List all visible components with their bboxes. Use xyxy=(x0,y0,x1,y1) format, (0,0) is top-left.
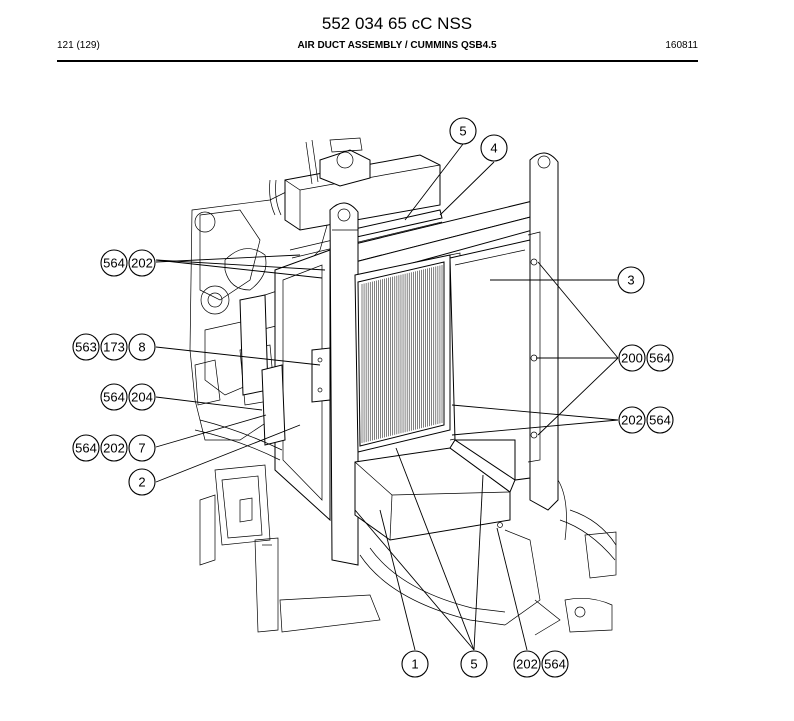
svg-text:200: 200 xyxy=(621,351,643,366)
callout-1: 1 xyxy=(401,650,429,678)
date-code: 160811 xyxy=(665,40,698,51)
callout-8: 8 xyxy=(128,333,156,361)
left-mount-panel xyxy=(239,249,331,522)
callout-202-right: 202 xyxy=(618,406,646,434)
svg-text:7: 7 xyxy=(138,441,145,456)
page-number: 121 (129) xyxy=(57,40,100,51)
air-intake xyxy=(284,137,441,231)
svg-text:5: 5 xyxy=(470,657,477,672)
svg-text:564: 564 xyxy=(75,441,97,456)
svg-text:8: 8 xyxy=(138,340,145,355)
svg-text:4: 4 xyxy=(490,141,497,156)
callout-204: 204 xyxy=(128,383,156,411)
svg-text:564: 564 xyxy=(649,413,671,428)
callout-202-bottom: 202 xyxy=(513,650,541,678)
callout-563: 563 xyxy=(72,333,100,361)
svg-text:564: 564 xyxy=(103,390,125,405)
callout-5-bottom: 5 xyxy=(460,650,488,678)
svg-text:2: 2 xyxy=(138,475,145,490)
callout-7: 7 xyxy=(128,434,156,462)
assembly-title: AIR DUCT ASSEMBLY / CUMMINS QSB4.5 xyxy=(297,40,497,51)
callout-564-right-2: 564 xyxy=(646,406,674,434)
callout-564-b: 564 xyxy=(100,383,128,411)
svg-text:202: 202 xyxy=(103,441,125,456)
chassis xyxy=(194,419,617,636)
callout-564-right-1: 564 xyxy=(646,344,674,372)
svg-text:5: 5 xyxy=(459,124,466,139)
radiator-core xyxy=(354,252,461,453)
callout-202-a: 202 xyxy=(128,249,156,277)
svg-text:563: 563 xyxy=(75,340,97,355)
callout-4: 4 xyxy=(480,134,508,162)
document-title: 552 034 65 cC NSS xyxy=(321,14,473,33)
shroud-panel xyxy=(449,231,541,481)
svg-text:1: 1 xyxy=(411,657,418,672)
svg-text:564: 564 xyxy=(103,256,125,271)
svg-text:3: 3 xyxy=(627,273,634,288)
svg-text:202: 202 xyxy=(131,256,153,271)
callout-173: 173 xyxy=(100,333,128,361)
callout-2: 2 xyxy=(128,468,156,496)
lower-duct xyxy=(354,439,516,541)
svg-text:564: 564 xyxy=(544,657,566,672)
radiator-frame xyxy=(289,152,567,566)
callout-564-bottom: 564 xyxy=(541,650,569,678)
header-rule xyxy=(57,60,698,62)
callout-200-right: 200 xyxy=(618,344,646,372)
callout-5-top: 5 xyxy=(449,117,477,145)
leader-lines xyxy=(155,143,619,651)
svg-text:173: 173 xyxy=(103,340,125,355)
callout-564-a: 564 xyxy=(100,249,128,277)
callout-3: 3 xyxy=(617,266,645,294)
callout-202-c: 202 xyxy=(100,434,128,462)
svg-text:204: 204 xyxy=(131,390,153,405)
svg-text:564: 564 xyxy=(649,351,671,366)
callout-564-c: 564 xyxy=(72,434,100,462)
svg-text:202: 202 xyxy=(516,657,538,672)
svg-text:202: 202 xyxy=(621,413,643,428)
